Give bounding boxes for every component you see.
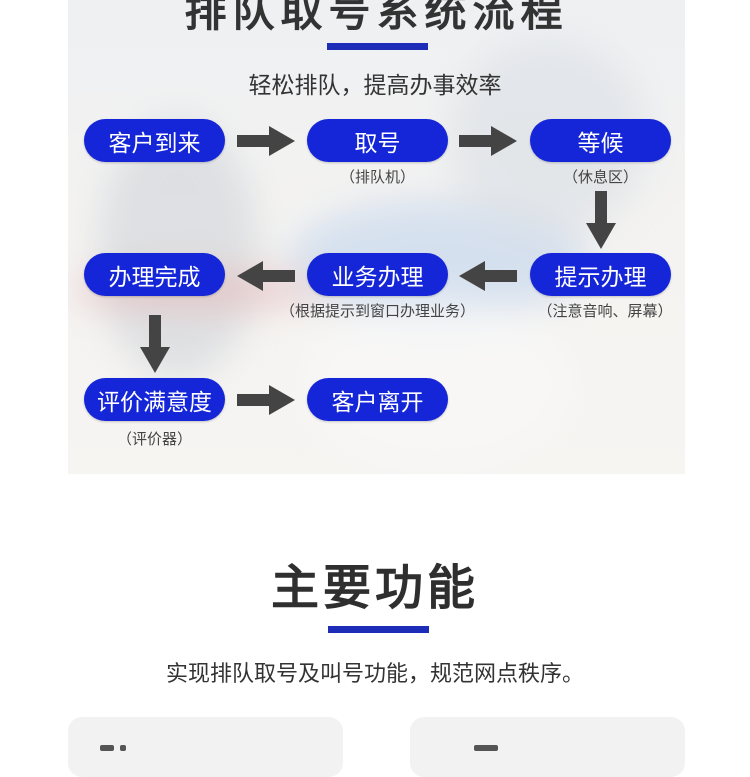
step-prompt-note: （注意音响、屏幕） (537, 302, 673, 320)
hero-subtitle: 轻松排队，提高办事效率 (248, 73, 502, 99)
title-underline (327, 43, 428, 50)
step-business-note: （根据提示到窗口办理业务） (279, 302, 475, 320)
features-description: 实现排队取号及叫号功能，规范网点秩序。 (165, 662, 584, 687)
step-business: 业务办理 (307, 253, 448, 296)
step-wait-note: （休息区） (562, 168, 638, 186)
arrow-left-icon (459, 261, 517, 291)
step-complete: 办理完成 (84, 253, 225, 296)
step-take-number: 取号 (307, 119, 448, 162)
arrow-left-icon (237, 261, 295, 291)
step-evaluate-note: （评价器） (116, 430, 192, 448)
arrow-down-icon (140, 315, 170, 373)
features-title: 主要功能 (270, 560, 479, 616)
step-customer-arrives: 客户到来 (84, 119, 225, 162)
hero-title: 排队取号系统流程 (184, 0, 569, 36)
features-underline (328, 626, 429, 633)
step-take-number-note: （排队机） (339, 168, 415, 186)
step-evaluate: 评价满意度 (84, 378, 225, 421)
arrow-right-icon (237, 126, 295, 156)
card-icon-peek (120, 745, 126, 751)
card-icon-peek (100, 745, 114, 751)
arrow-right-icon (237, 385, 295, 415)
feature-card (68, 717, 343, 777)
step-wait: 等候 (530, 119, 671, 162)
arrow-right-icon (459, 126, 517, 156)
step-prompt: 提示办理 (530, 253, 671, 296)
feature-card (410, 717, 685, 777)
card-icon-peek (474, 745, 498, 751)
step-leave: 客户离开 (307, 378, 448, 421)
arrow-down-icon (586, 191, 616, 249)
